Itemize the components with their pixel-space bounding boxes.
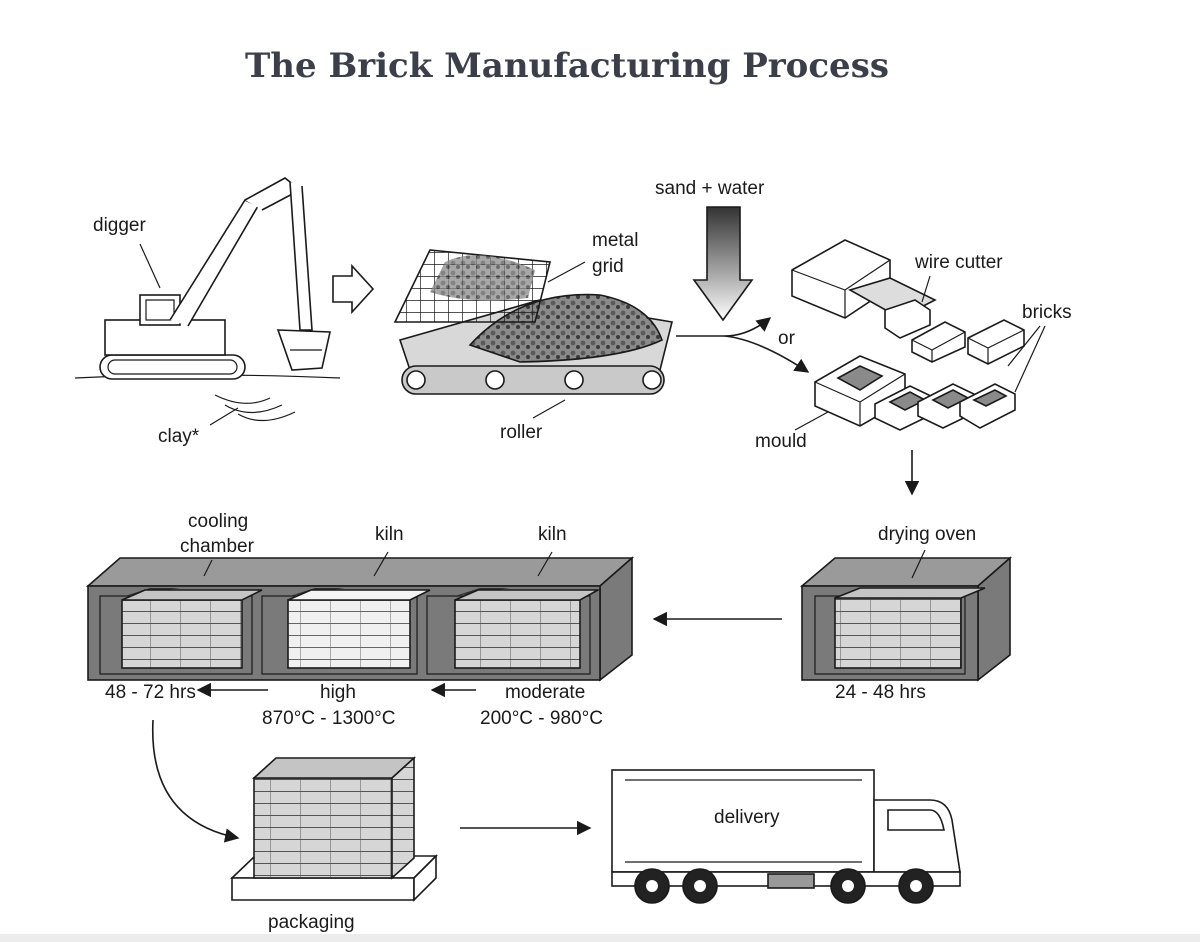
or-label: or [778,328,796,349]
sand-water-arrow [692,206,754,322]
kiln-tunnel [85,556,635,682]
packaging-label: packaging [268,912,355,933]
bricks-label: bricks [1022,302,1072,323]
mould-illustration [814,355,1016,431]
wire-cutter-illustration [791,239,1025,365]
digger-label: digger [93,215,146,236]
high-temp-label: 870°C - 1300°C [262,708,396,729]
cooling-chamber-label-1: cooling [188,511,248,532]
delivery-truck [611,769,961,904]
high-label: high [320,682,356,703]
kiln-moderate-label: kiln [538,524,567,545]
sand-water-label: sand + water [655,178,765,199]
drying-oven [799,556,1013,682]
cooling-chamber-label-2: chamber [180,536,255,557]
mould-label: mould [755,431,807,452]
digger-illustration [74,177,341,422]
metal-label: metal [592,230,638,251]
roller-label: roller [500,422,543,443]
page-title: The Brick Manufacturing Process [245,46,889,86]
roller-conveyor [393,249,673,395]
moderate-temp-label: 200°C - 980°C [480,708,603,729]
bottom-band [0,934,1200,942]
kiln-high-label: kiln [375,524,404,545]
wire-cutter-label: wire cutter [914,252,1003,273]
hollow-arrow [332,263,375,315]
grid-label: grid [592,256,624,277]
moderate-label: moderate [505,682,585,703]
drying-oven-label: drying oven [878,524,976,545]
clay-label: clay* [158,426,200,447]
delivery-label: delivery [714,807,780,828]
drying-time-label: 24 - 48 hrs [835,682,926,703]
packaging-pallet [230,756,438,902]
cooling-time-label: 48 - 72 hrs [105,682,196,703]
